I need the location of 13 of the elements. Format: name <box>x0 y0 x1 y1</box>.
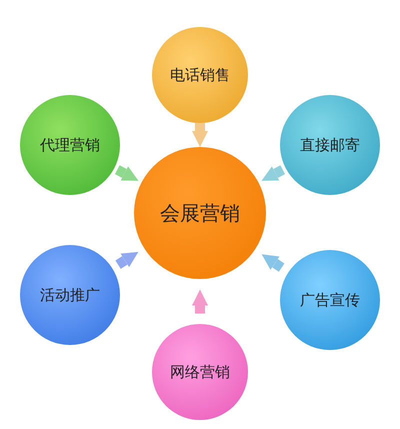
arrow <box>261 165 286 181</box>
arrow <box>192 123 208 147</box>
arrow <box>262 254 284 272</box>
node-label: 活动推广 <box>40 286 100 304</box>
node-label: 直接邮寄 <box>300 136 360 154</box>
node-label: 广告宣传 <box>300 290 360 310</box>
arrow <box>115 252 138 269</box>
node-label: 网络营销 <box>170 362 230 382</box>
node-label: 代理营销 <box>40 136 100 154</box>
arrow <box>114 165 139 181</box>
node-label: 电话销售 <box>170 66 230 84</box>
arrow <box>192 290 208 314</box>
node-label: 会展营销 <box>160 200 240 226</box>
